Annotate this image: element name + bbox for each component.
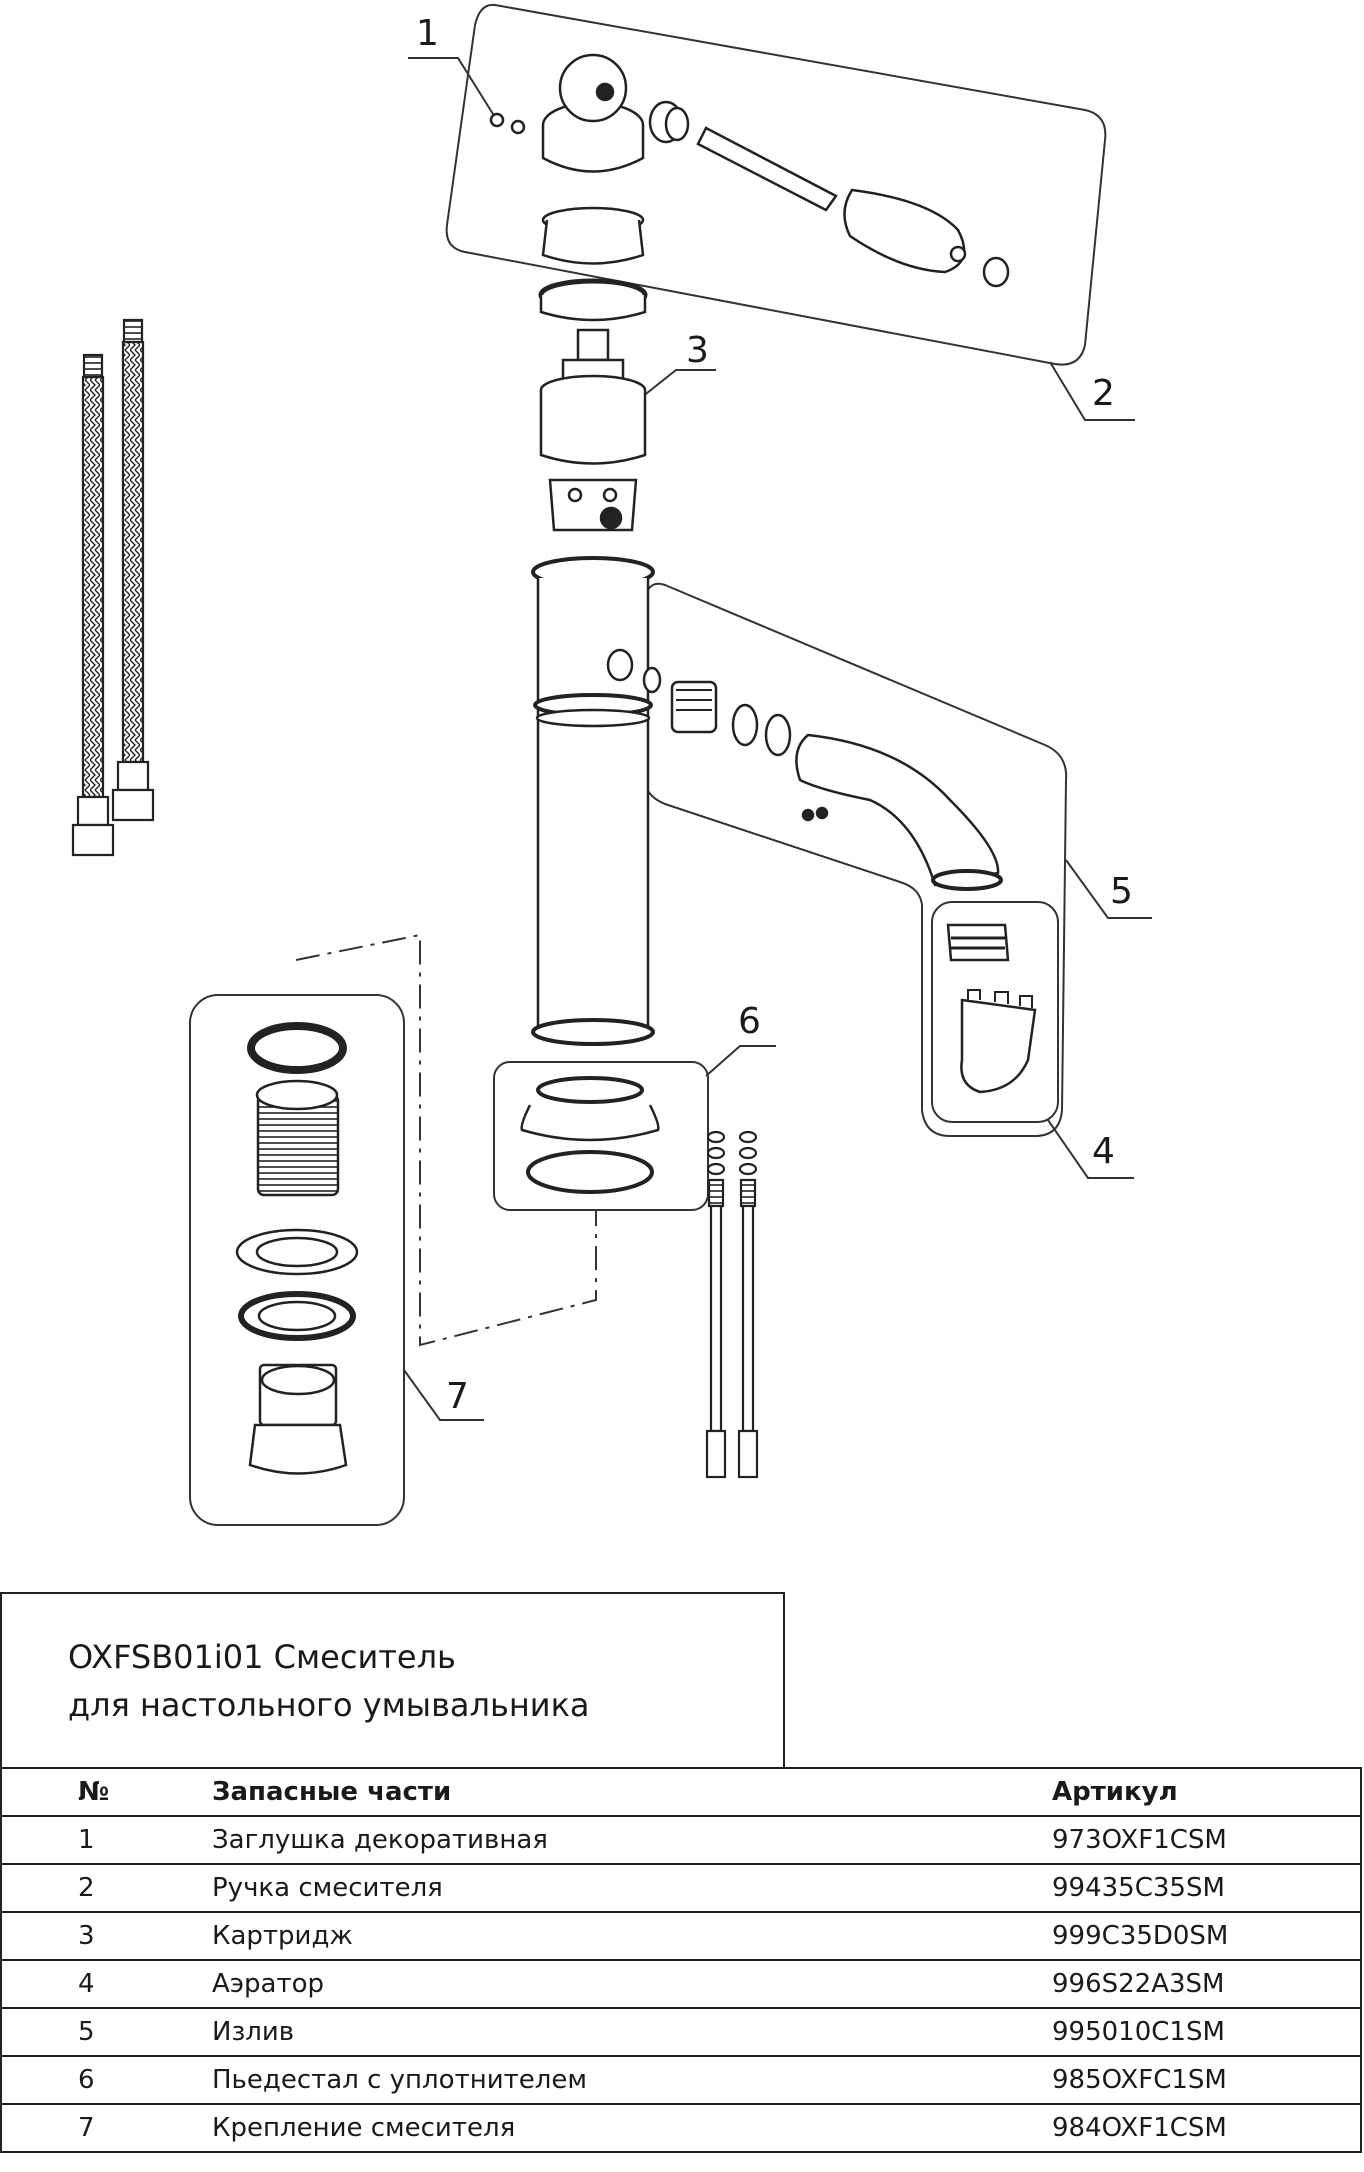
table-row: 6 Пьедестал с уплотнителем 985OXFC1SM <box>0 2055 1362 2105</box>
leader-1 <box>408 57 499 123</box>
exploded-parts-diagram: 1 2 3 4 5 6 7 <box>71 3 1152 1526</box>
header-number: № <box>0 1767 212 1817</box>
row-part-name: Пьедестал с уплотнителем <box>212 2055 1052 2105</box>
row-article: 984OXF1CSM <box>1052 2103 1362 2153</box>
table-row: 3 Картридж 999C35D0SM <box>0 1911 1362 1961</box>
leader-7 <box>403 1369 484 1421</box>
table-row: 1 Заглушка декоративная 973OXF1CSM <box>0 1815 1362 1865</box>
row-article: 996S22A3SM <box>1052 1959 1362 2009</box>
header-part-name: Запасные части <box>212 1767 1052 1817</box>
spout-assembly <box>642 666 1003 891</box>
aerator-group-frame <box>931 901 1059 1123</box>
pedestal-parts <box>520 1076 660 1194</box>
leader-3 <box>631 369 716 406</box>
row-article: 973OXF1CSM <box>1052 1815 1362 1865</box>
table-row: 5 Излив 995010C1SM <box>0 2007 1362 2057</box>
row-number: 4 <box>0 1959 212 2009</box>
leader-2 <box>1049 361 1135 421</box>
row-number: 6 <box>0 2055 212 2105</box>
callout-4: 4 <box>1092 1131 1115 1172</box>
row-number: 7 <box>0 2103 212 2153</box>
row-number: 1 <box>0 1815 212 1865</box>
callout-7: 7 <box>446 1376 469 1417</box>
row-part-name: Заглушка декоративная <box>212 1815 1052 1865</box>
row-article: 99435C35SM <box>1052 1863 1362 1913</box>
table-row: 7 Крепление смесителя 984OXF1CSM <box>0 2103 1362 2153</box>
row-article: 999C35D0SM <box>1052 1911 1362 1961</box>
row-article: 995010C1SM <box>1052 2007 1362 2057</box>
product-title: OXFSB01i01 Смеситель <box>68 1638 456 1676</box>
table-header-row: № Запасные части Артикул <box>0 1767 1362 1817</box>
mounting-kit-parts <box>235 1022 359 1475</box>
row-part-name: Крепление смесителя <box>212 2103 1052 2153</box>
product-title-box: OXFSB01i01 Смеситель для настольного умы… <box>0 1592 785 1767</box>
callout-6: 6 <box>738 1001 761 1042</box>
row-part-name: Аэратор <box>212 1959 1052 2009</box>
product-subtitle: для настольного умывальника <box>68 1686 590 1724</box>
callout-3: 3 <box>686 330 709 371</box>
row-number: 3 <box>0 1911 212 1961</box>
faucet-body <box>531 206 655 1046</box>
aerator-parts <box>946 923 1037 1094</box>
spare-parts-table: № Запасные части Артикул 1 Заглушка деко… <box>0 1767 1362 2153</box>
handle-group-frame <box>445 3 1107 366</box>
callout-1: 1 <box>416 13 439 54</box>
row-number: 5 <box>0 2007 212 2057</box>
row-number: 2 <box>0 1863 212 1913</box>
row-part-name: Картридж <box>212 1911 1052 1961</box>
row-part-name: Излив <box>212 2007 1052 2057</box>
mounting-group-frame <box>189 994 405 1526</box>
header-article: Артикул <box>1052 1767 1362 1817</box>
callout-2: 2 <box>1092 373 1115 414</box>
callout-5: 5 <box>1110 871 1133 912</box>
leader-5 <box>1065 859 1152 919</box>
braided-supply-hoses <box>71 318 155 857</box>
handle-assembly <box>489 53 1010 288</box>
table-row: 2 Ручка смесителя 99435C35SM <box>0 1863 1362 1913</box>
leader-4 <box>1047 1119 1134 1179</box>
leader-6 <box>705 1045 776 1077</box>
row-part-name: Ручка смесителя <box>212 1863 1052 1913</box>
table-row: 4 Аэратор 996S22A3SM <box>0 1959 1362 2009</box>
row-article: 985OXFC1SM <box>1052 2055 1362 2105</box>
short-supply-hoses <box>705 1130 759 1479</box>
alignment-line <box>295 933 597 1347</box>
